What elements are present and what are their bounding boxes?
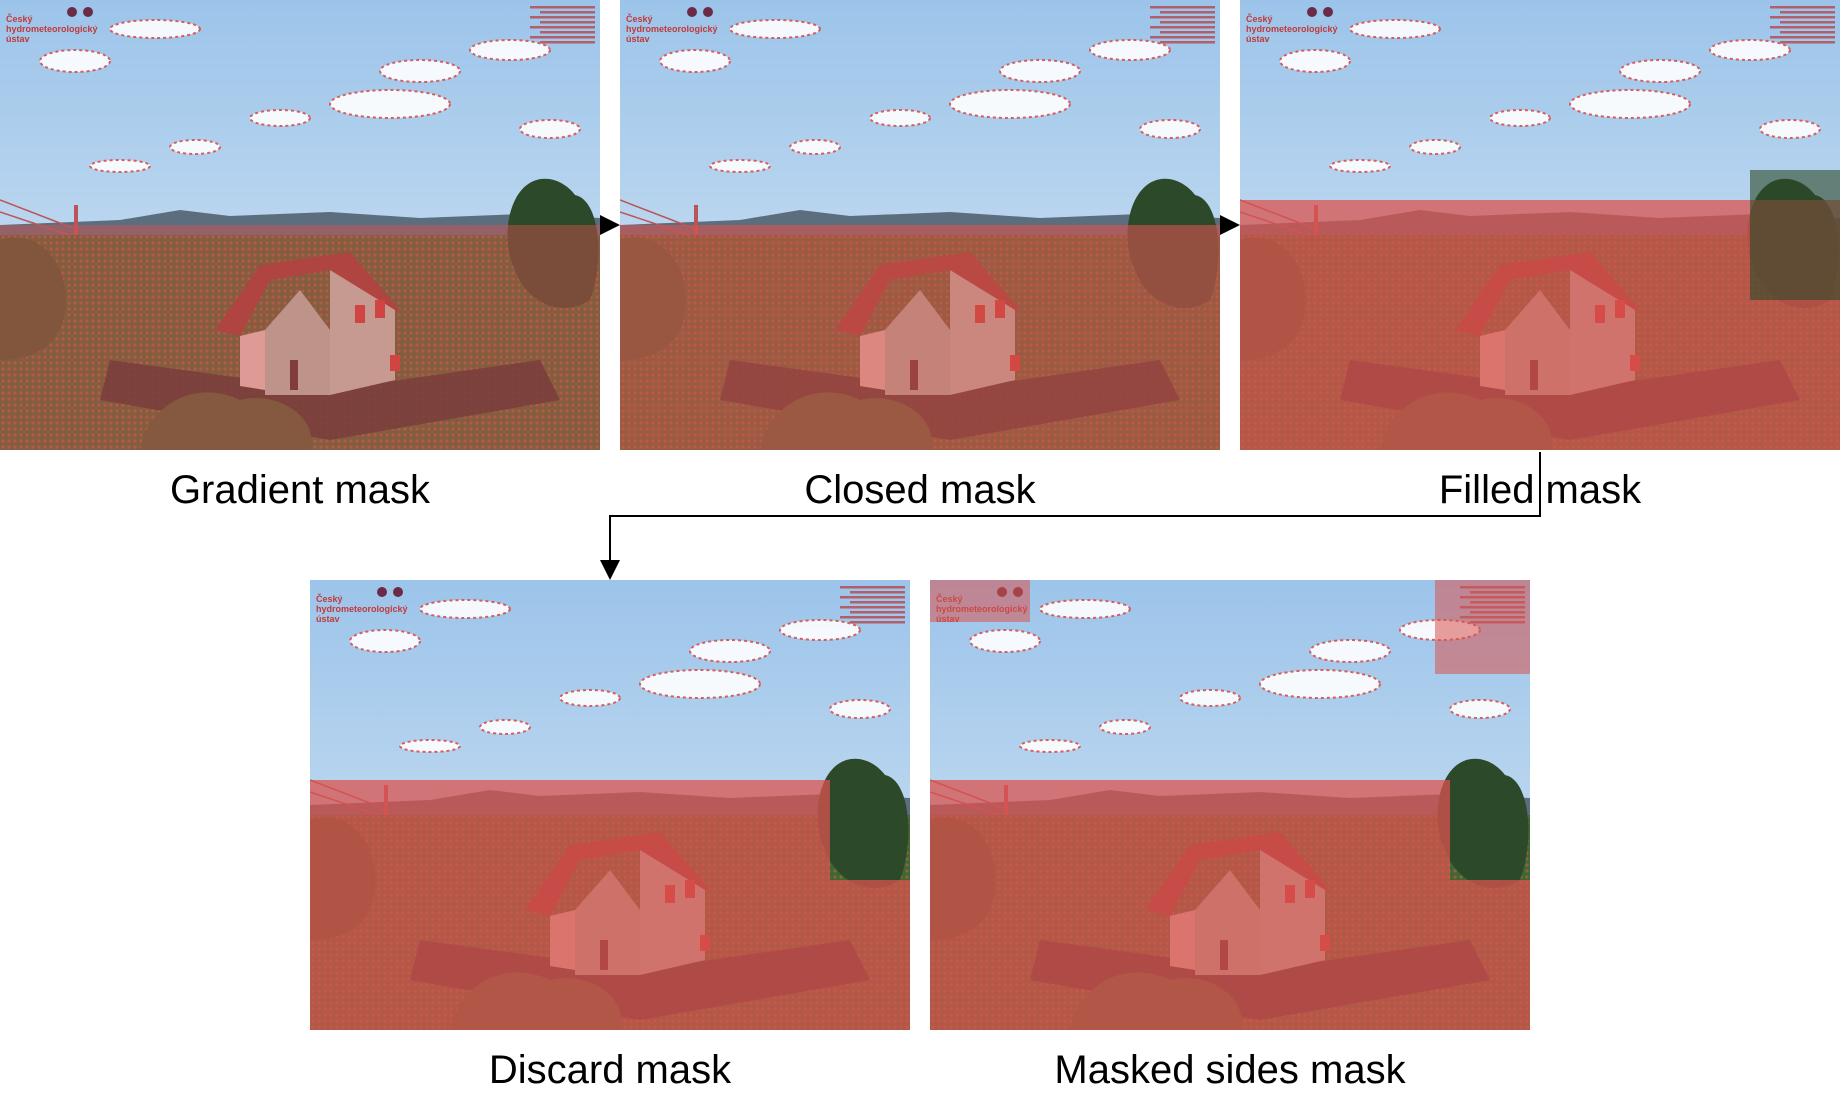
caption-gradient-mask: Gradient mask [169, 468, 431, 512]
svg-text:Český: Český [626, 13, 653, 24]
svg-text:ústav: ústav [1246, 34, 1270, 44]
arrow-filled-to-discard [600, 452, 1541, 580]
svg-text:ústav: ústav [316, 614, 340, 624]
caption-closed-mask: Closed mask [804, 468, 1036, 512]
svg-text:ústav: ústav [626, 34, 650, 44]
svg-text:hydrometeorologický: hydrometeorologický [626, 24, 718, 34]
svg-text:Český: Český [6, 13, 33, 24]
caption-masked-sides-mask: Masked sides mask [1054, 1048, 1406, 1092]
svg-text:hydrometeorologický: hydrometeorologický [6, 24, 98, 34]
caption-discard-mask: Discard mask [488, 1048, 732, 1092]
svg-text:Český: Český [1246, 13, 1273, 24]
svg-text:hydrometeorologický: hydrometeorologický [316, 604, 408, 614]
svg-text:Český: Český [316, 593, 343, 604]
svg-text:hydrometeorologický: hydrometeorologický [1246, 24, 1338, 34]
svg-text:ústav: ústav [6, 34, 30, 44]
